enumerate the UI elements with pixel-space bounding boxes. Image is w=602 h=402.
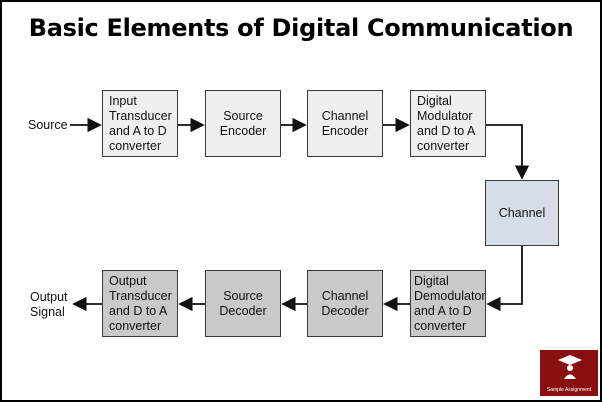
source-encoder-block: Source Encoder: [205, 90, 281, 157]
input-transducer-block: Input Transducer and A to D converter: [102, 90, 178, 157]
arrow-channel-to-demodulator: [486, 246, 523, 312]
arrow-modulator-to-channel: [486, 124, 530, 180]
logo-text: Sample Assignment: [546, 387, 592, 393]
digital-demodulator-block: Digital Demodulator and A to D converter: [410, 270, 486, 337]
sample-assignment-logo: Sample Assignment: [540, 350, 598, 396]
output-signal-label: Output Signal: [30, 290, 68, 319]
channel-block: Channel: [485, 180, 559, 246]
digital-modulator-block: Digital Modulator and D to A converter: [410, 90, 486, 157]
channel-decoder-block: Channel Decoder: [307, 270, 383, 337]
output-transducer-block: Output Transducer and D to A converter: [102, 270, 178, 337]
page-title: Basic Elements of Digital Communication: [28, 14, 574, 42]
graduate-figure-icon: [558, 355, 582, 379]
source-decoder-block: Source Decoder: [205, 270, 281, 337]
channel-encoder-block: Channel Encoder: [307, 90, 383, 157]
source-label: Source: [28, 118, 68, 132]
